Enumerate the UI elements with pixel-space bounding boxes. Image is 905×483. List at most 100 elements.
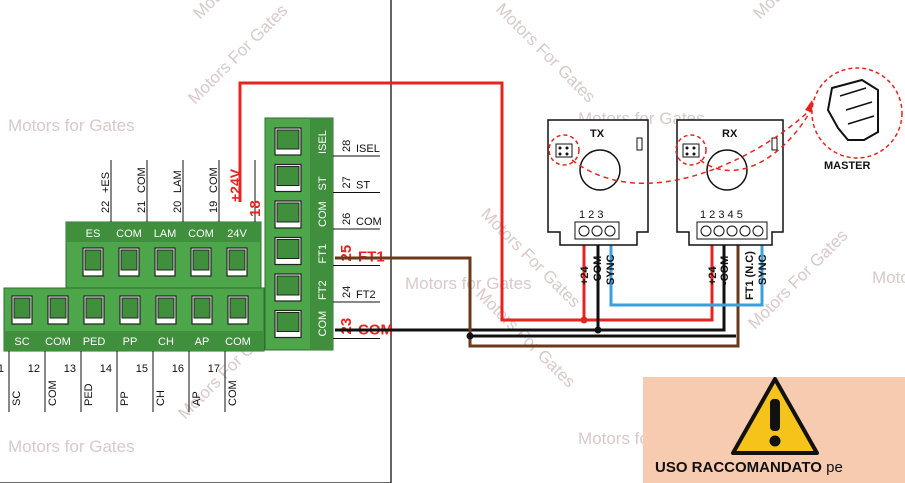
terminal-label: PED	[83, 336, 106, 348]
terminal-button	[82, 247, 104, 277]
terminal-label: 24V	[227, 228, 247, 240]
terminal-number: 20	[172, 201, 184, 213]
terminal-button	[83, 295, 105, 325]
watermark: Motors for Gates	[8, 116, 135, 135]
terminal-button	[155, 295, 177, 325]
rx-wire-label: -COM	[719, 256, 731, 285]
terminal-wire-label: CH	[155, 390, 167, 406]
terminal-button	[11, 295, 33, 325]
terminal-wire-label: COM	[136, 167, 148, 193]
terminal-wire-label: COM	[208, 167, 220, 193]
terminal-number: 23	[338, 318, 355, 335]
terminal-wire-label: PP	[119, 391, 131, 406]
terminal-button	[47, 295, 69, 325]
terminal-number: 24	[341, 286, 353, 298]
terminal-number: 21	[136, 201, 148, 213]
terminal-button	[190, 247, 212, 277]
terminal-side-label: ISEL	[356, 143, 380, 155]
lower-terminal-pins: 11SC12COM13PED14PP15CH16AP17COM	[0, 351, 239, 412]
terminal-side-label: ST	[356, 180, 370, 192]
master-jumper-callout: MASTER	[548, 67, 903, 185]
terminal-label: COM	[317, 311, 329, 337]
terminal-button	[274, 273, 302, 302]
rx-title: RX	[722, 128, 738, 140]
terminal-label: COM	[225, 336, 251, 348]
warning-text: USO RACCOMANDATO pe	[655, 459, 843, 476]
terminal-label: AP	[195, 336, 210, 348]
warning-rest: pe	[821, 459, 843, 476]
tx-title: TX	[590, 128, 605, 140]
rx-wire-label: +24	[707, 265, 719, 285]
warning-icon	[731, 377, 819, 455]
terminal-label: CH	[158, 336, 174, 348]
tx-wire-label: SYNC	[605, 254, 617, 285]
terminal-label: PP	[123, 336, 138, 348]
terminal-button	[191, 295, 213, 325]
terminal-label: COM	[188, 228, 214, 240]
terminal-wire-label: COM	[227, 380, 239, 406]
rx-wire-label: SYNC	[757, 254, 769, 285]
terminal-wire-label: AP	[191, 391, 203, 406]
black-wire-com-rx	[598, 243, 726, 332]
terminal-number: 19	[208, 201, 220, 213]
brown-wire-ft1	[335, 243, 740, 348]
terminal-button	[119, 295, 141, 325]
terminal-number: 16	[172, 363, 184, 375]
blue-wire-sync	[609, 243, 764, 307]
terminal-button	[274, 127, 302, 156]
terminal-button	[154, 247, 176, 277]
terminal-label: ES	[86, 228, 101, 240]
terminal-button	[118, 247, 140, 277]
terminal-wire-label: LAM	[172, 170, 184, 193]
warning-box: USO RACCOMANDATO pe	[643, 377, 905, 483]
tx-terminal-numbers: 1 2 3	[579, 209, 603, 221]
terminal-button	[226, 247, 248, 277]
watermark: Motors For Gates	[749, 0, 856, 23]
watermark: Motors for Gates	[872, 268, 905, 287]
terminal-number: 17	[208, 363, 220, 375]
terminal-number: 13	[64, 363, 76, 375]
terminal-number: 12	[28, 363, 40, 375]
watermark: Motors for Gates	[8, 437, 135, 456]
terminal-button	[274, 200, 302, 229]
lower-terminal-block: SC COM PED PP CH AP COM	[3, 287, 265, 352]
watermark: Motors For Gates	[492, 0, 599, 106]
terminal-side-label: COM	[356, 216, 382, 228]
terminal-number: 14	[100, 363, 112, 375]
master-label: MASTER	[824, 160, 871, 172]
terminal-number: 26	[341, 213, 353, 225]
terminal-wire-label: COM	[47, 380, 59, 406]
terminal-button	[274, 309, 302, 339]
terminal-number: 15	[136, 363, 148, 375]
terminal-label: SC	[14, 336, 29, 348]
terminal-label: COM	[317, 201, 329, 227]
terminal-number: 28	[341, 140, 353, 152]
junction-dot	[580, 316, 588, 324]
terminal-button	[227, 295, 249, 325]
red-wire-24v	[238, 81, 584, 322]
terminal-label: COM	[116, 228, 142, 240]
terminal-wire-label: PED	[83, 383, 95, 406]
terminal-number: 27	[341, 176, 353, 188]
terminal-wire-label: +ES	[100, 172, 112, 193]
terminal-side-label: FT2	[356, 289, 376, 301]
junction-dot	[594, 326, 602, 334]
terminal-label: ST	[317, 176, 329, 190]
terminal-label: FT2	[317, 280, 329, 300]
terminal-label: COM	[45, 336, 71, 348]
wires	[238, 81, 764, 348]
terminal-button	[274, 236, 302, 266]
terminal-number: 11	[0, 363, 4, 375]
terminal-number-18: 18	[247, 200, 264, 217]
tx-wire-label: -COM	[592, 256, 604, 285]
rx-terminal-numbers: 1 2 3 4 5	[700, 209, 743, 221]
terminal-button	[274, 163, 302, 193]
terminal-label: ISEL	[317, 130, 329, 154]
red-wire-rx	[584, 243, 714, 322]
